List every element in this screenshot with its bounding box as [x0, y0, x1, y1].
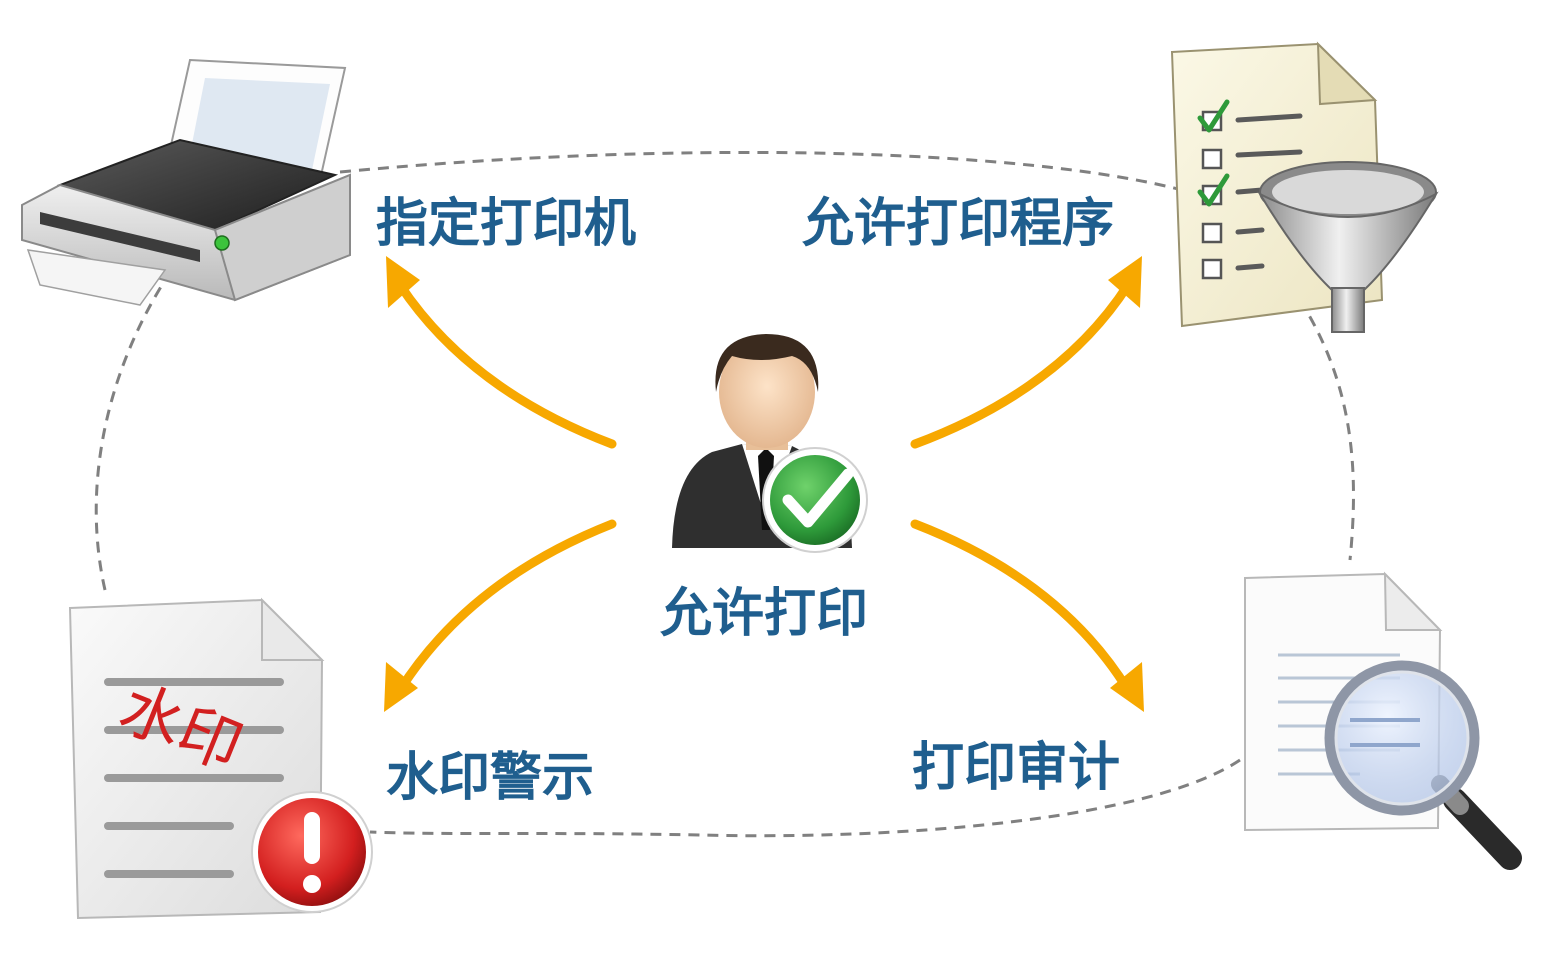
checklist-filter-icon — [1170, 41, 1439, 333]
arrow-to-printer — [395, 280, 617, 449]
label-audit: 打印审计 — [912, 738, 1121, 798]
alert-icon — [251, 791, 373, 913]
arrow-head-audit — [1110, 662, 1144, 712]
label-printer: 指定打印机 — [376, 194, 637, 254]
arrow-to-audit — [910, 519, 1133, 695]
label-program: 允许打印程序 — [802, 194, 1115, 254]
label-center: 允许打印 — [660, 584, 869, 644]
arrow-head-watermark — [384, 662, 418, 712]
user-check-icon — [672, 334, 868, 553]
watermark-warning-icon: 水印 — [68, 597, 373, 920]
arrow-head-printer — [386, 256, 420, 308]
arrow-to-watermark — [395, 519, 617, 695]
check-badge-icon — [762, 447, 868, 553]
arrow-to-program — [910, 280, 1133, 449]
arrow-heads — [384, 256, 1144, 712]
arrow-head-program — [1108, 256, 1142, 308]
document-search-icon — [1244, 571, 1522, 870]
label-watermark: 水印警示 — [386, 748, 595, 808]
arrows — [395, 280, 1133, 695]
printer-icon — [21, 58, 351, 306]
